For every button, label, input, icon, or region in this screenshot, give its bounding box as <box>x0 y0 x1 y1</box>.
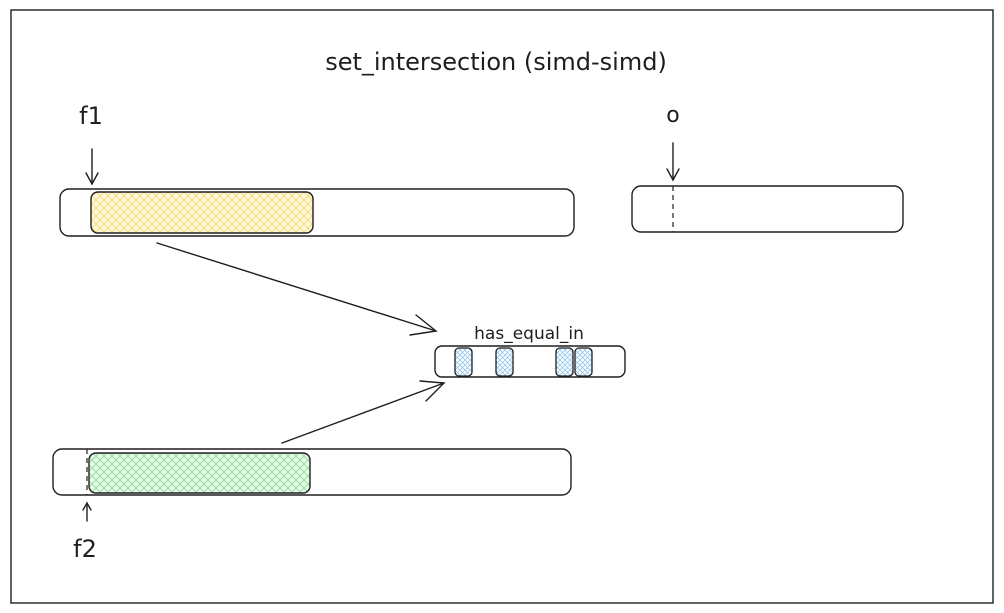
f2-to-mask-arrow <box>281 380 446 444</box>
mask-match-cell <box>495 347 514 377</box>
diagram-title: set_intersection (simd-simd) <box>325 48 667 76</box>
mask-match-cells <box>454 347 593 377</box>
has-equal-in-label: has_equal_in <box>474 324 584 344</box>
f1-simd-block-hatch <box>90 191 314 234</box>
o-pointer-arrow <box>666 142 680 182</box>
f1-to-mask-arrow <box>156 242 438 336</box>
o-array-bar <box>631 185 904 233</box>
has-equal-in-mask-bar <box>434 345 626 378</box>
mask-match-cell <box>574 347 593 377</box>
outer-frame <box>10 9 994 604</box>
mask-match-cell <box>555 347 574 377</box>
o-label: o <box>666 103 679 128</box>
f2-label: f2 <box>73 535 97 563</box>
f1-label: f1 <box>79 102 103 130</box>
f2-simd-block-hatch <box>88 452 311 494</box>
f1-array-bar <box>59 188 575 237</box>
f2-array-bar <box>52 448 572 496</box>
f2-pointer-arrow <box>82 501 92 522</box>
f1-pointer-arrow <box>85 148 99 186</box>
mask-match-cell <box>454 347 473 377</box>
